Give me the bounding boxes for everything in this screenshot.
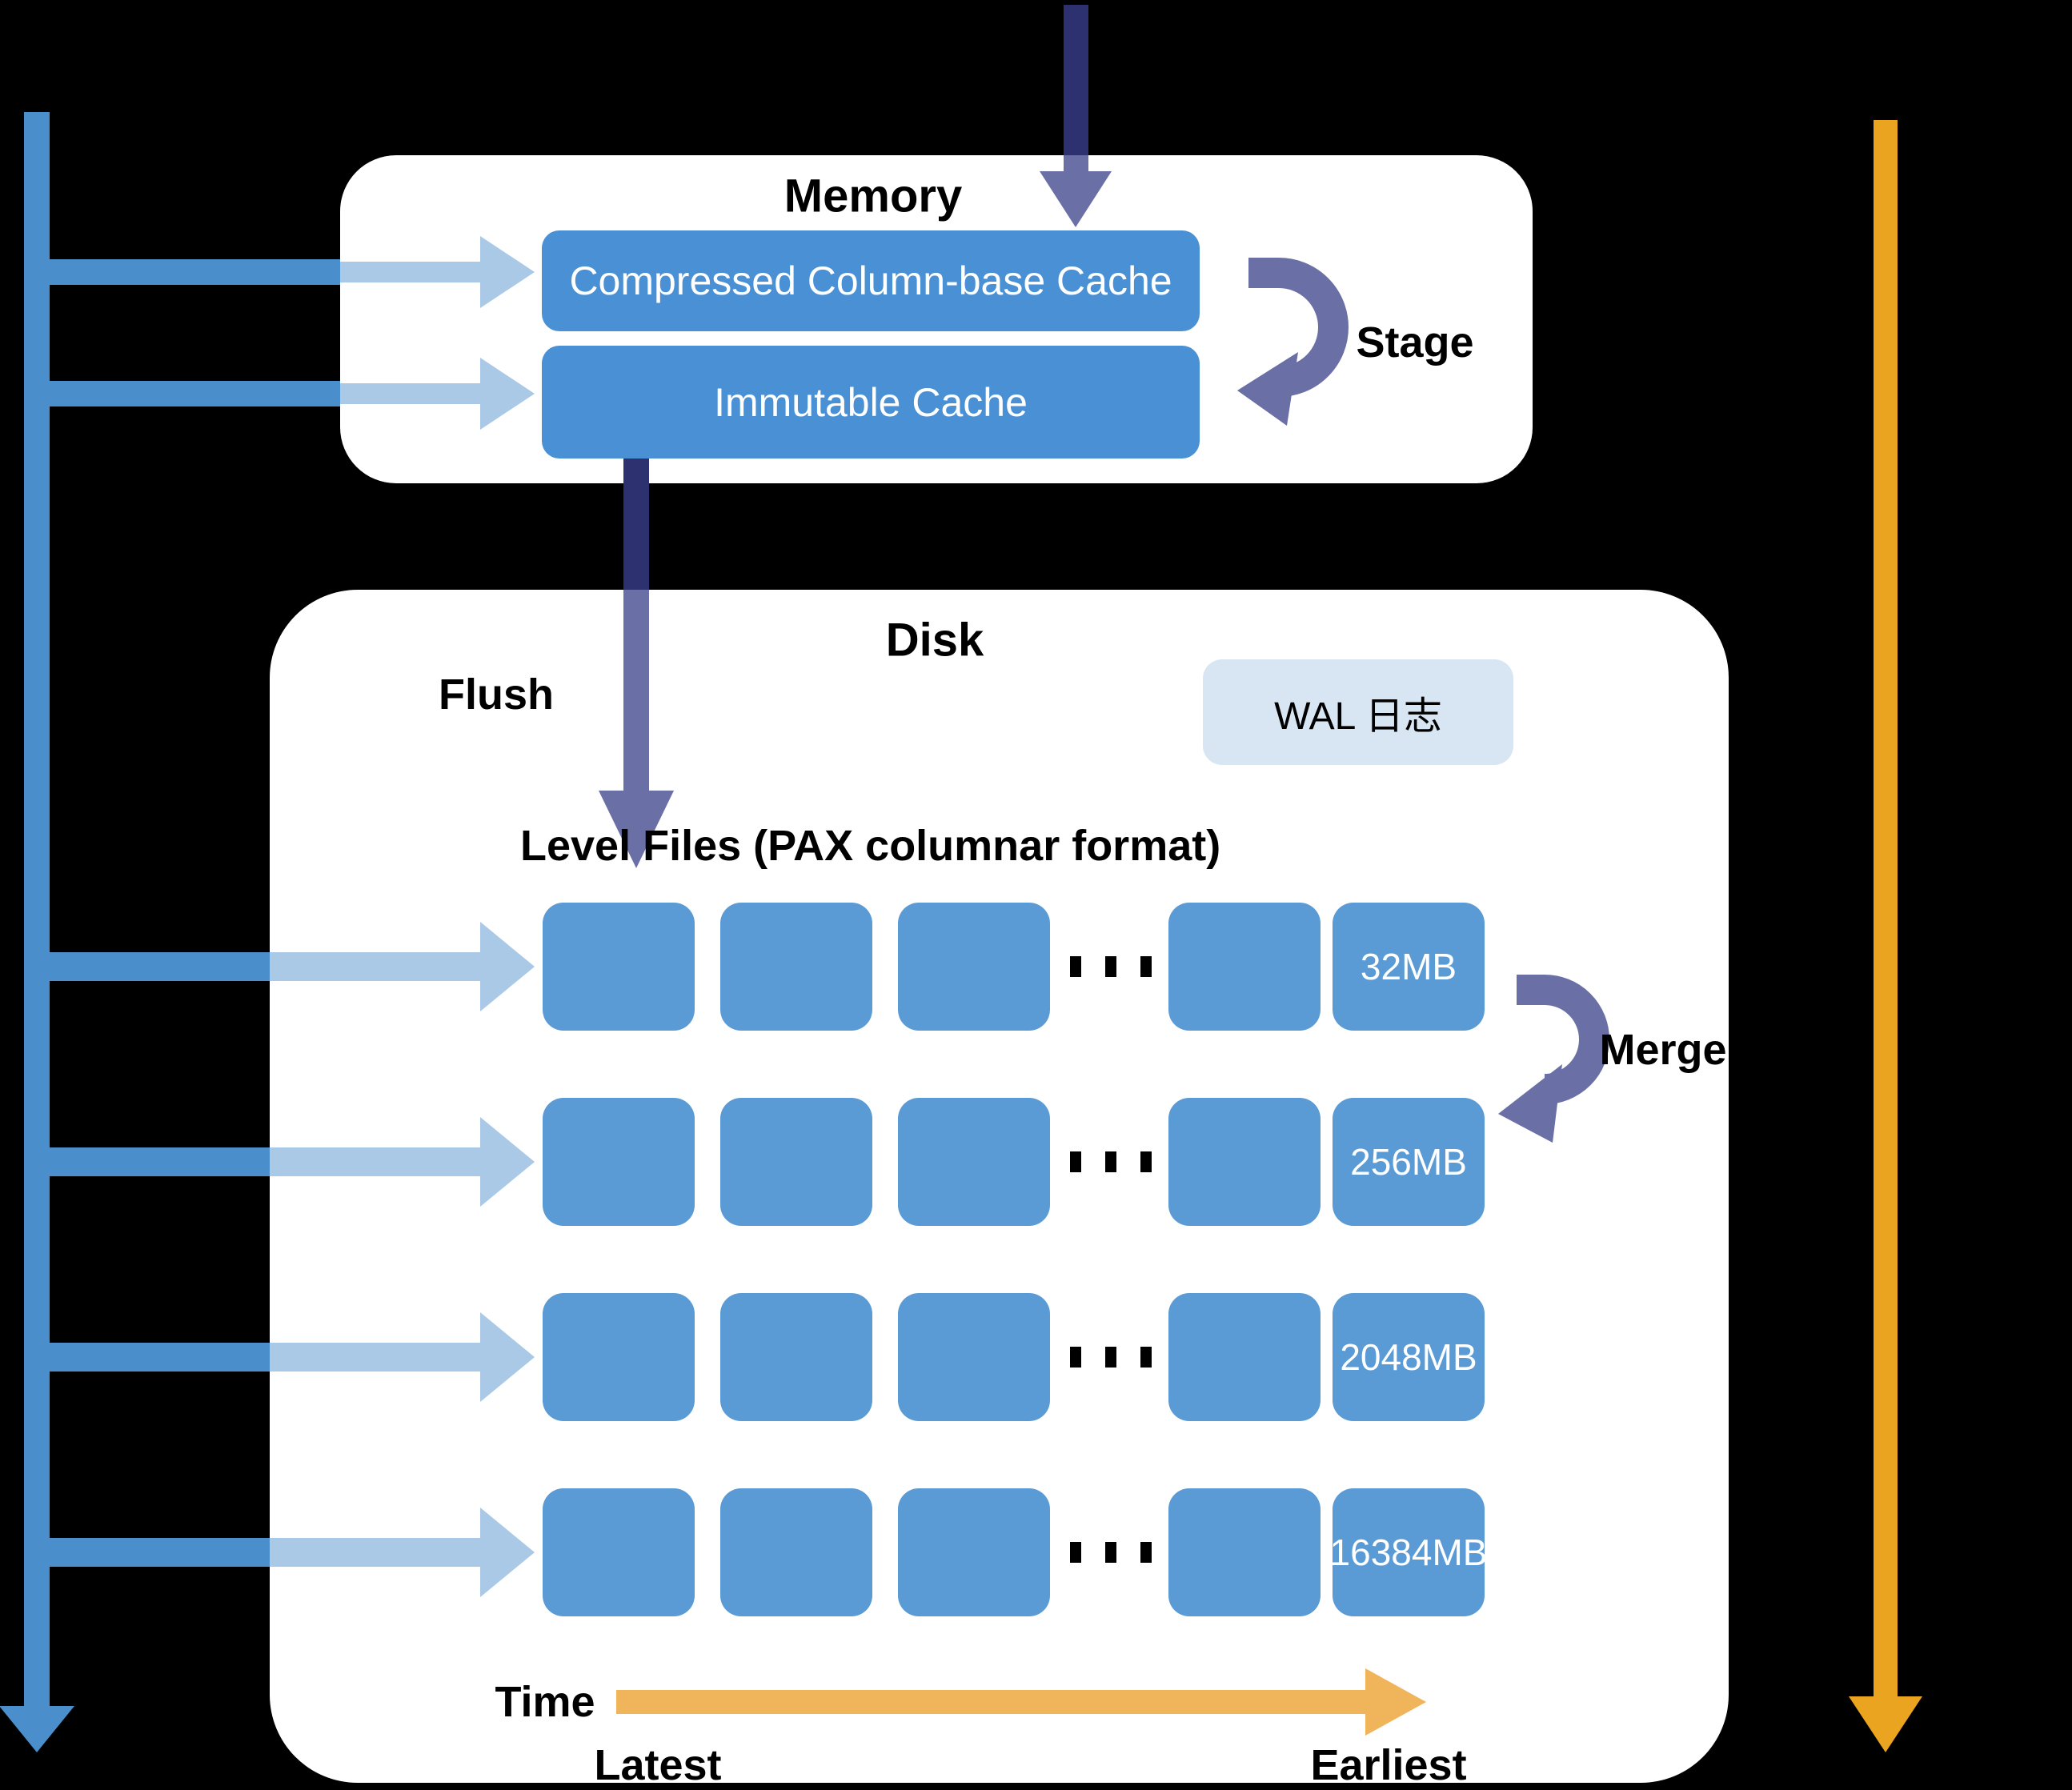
- branch-arrow-body: [270, 1343, 480, 1372]
- latest-label: Latest: [594, 1741, 722, 1789]
- level-file-box: [1168, 903, 1321, 1031]
- write-flow-arrow-head-icon: [0, 1706, 74, 1752]
- branch-arrow-head-icon: [480, 236, 535, 308]
- memory-title: Memory: [784, 170, 963, 222]
- level-size-box: 32MB: [1333, 903, 1485, 1031]
- branch-arrow-line: [50, 381, 340, 406]
- stage-label: Stage: [1356, 318, 1474, 366]
- flush-arrow-shaft: [623, 459, 649, 590]
- branch-arrow-line: [50, 952, 270, 981]
- time-label: Time: [495, 1678, 595, 1726]
- ellipsis-dots-icon: [1070, 1347, 1152, 1368]
- branch-arrow-line: [50, 1538, 270, 1567]
- branch-arrow-body: [340, 262, 480, 282]
- level-file-box: [1168, 1098, 1321, 1226]
- level-file-box: [543, 1488, 695, 1616]
- level-size-box: 16384MB: [1330, 1488, 1487, 1616]
- ingest-arrow-shaft-inner: [1064, 155, 1088, 171]
- wal-log-box: WAL 日志: [1203, 659, 1513, 765]
- branch-arrow-head-icon: [480, 922, 535, 1011]
- level-file-box: [543, 1098, 695, 1226]
- branch-arrow-head-icon: [480, 1117, 535, 1207]
- merge-cycle-arrow-icon: [1498, 975, 1609, 1143]
- ellipsis-dots-icon: [1070, 1151, 1152, 1172]
- ingest-arrow-shaft: [1064, 5, 1088, 155]
- level-file-box: [720, 903, 872, 1031]
- level-file-box: [720, 1098, 872, 1226]
- branch-arrow-body: [340, 383, 480, 404]
- ingest-arrow-head-icon: [1040, 171, 1112, 227]
- level-file-box: [1168, 1488, 1321, 1616]
- branch-arrow-head-icon: [480, 1312, 535, 1402]
- write-flow-spine: [24, 112, 50, 1706]
- ellipsis-dots-icon: [1070, 956, 1152, 977]
- branch-arrow-line: [50, 1147, 270, 1176]
- branch-arrow-line: [50, 259, 340, 285]
- disk-title: Disk: [885, 614, 984, 667]
- branch-arrow-line: [50, 1343, 270, 1372]
- branch-arrow-head-icon: [480, 1508, 535, 1597]
- earliest-label: Earliest: [1310, 1741, 1467, 1789]
- branch-arrow-body: [270, 1538, 480, 1567]
- time-axis-arrow-head-icon: [1365, 1668, 1426, 1736]
- time-axis-arrow: [616, 1690, 1365, 1714]
- stage-cycle-arrow-icon: [1237, 258, 1349, 426]
- flush-arrow-shaft-inner: [623, 590, 649, 791]
- ellipsis-dots-icon: [1070, 1542, 1152, 1563]
- level-file-box: [898, 1098, 1050, 1226]
- flush-arrow-head-icon: [599, 791, 674, 868]
- level-file-box: [1168, 1293, 1321, 1421]
- level-file-box: [898, 1488, 1050, 1616]
- level-size-box: 2048MB: [1333, 1293, 1485, 1421]
- level-file-box: [543, 1293, 695, 1421]
- level-file-box: [720, 1293, 872, 1421]
- level-file-box: [898, 1293, 1050, 1421]
- compressed-column-cache-box: Compressed Column-base Cache: [542, 230, 1200, 331]
- timeline-arrow-shaft: [1874, 120, 1898, 1696]
- branch-arrow-head-icon: [480, 358, 535, 430]
- level-file-box: [720, 1488, 872, 1616]
- flush-label: Flush: [439, 671, 554, 719]
- timeline-arrow-head-icon: [1849, 1696, 1922, 1752]
- level-file-box: [898, 903, 1050, 1031]
- level-file-box: [543, 903, 695, 1031]
- merge-label: Merge: [1599, 1026, 1727, 1074]
- level-files-heading: Level Files (PAX columnar format): [520, 822, 1221, 870]
- branch-arrow-body: [270, 952, 480, 981]
- branch-arrow-body: [270, 1147, 480, 1176]
- level-size-box: 256MB: [1333, 1098, 1485, 1226]
- immutable-cache-box: Immutable Cache: [542, 346, 1200, 459]
